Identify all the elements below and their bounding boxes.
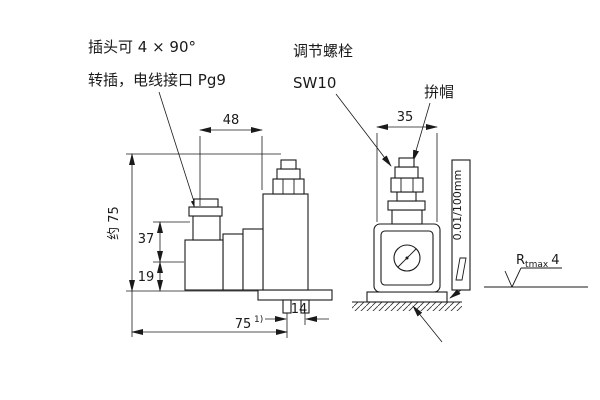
mounting-surface-arrow [412, 305, 443, 343]
adjusting-bolt-leader-line [335, 93, 392, 167]
wrench-size-label: SW10 [293, 74, 336, 92]
roughness-check-left-leg [504, 270, 513, 288]
front-neck [396, 191, 417, 202]
dimension-19: 19 [138, 261, 163, 292]
tolerance-text: 0.01/100mm [451, 170, 464, 241]
front-hex-nut-sw10 [390, 177, 424, 193]
dimension-text: 75 [235, 317, 252, 332]
side-coupling-block-1 [222, 233, 244, 291]
connector-cap-top [193, 198, 219, 208]
roughness-r: R [516, 253, 525, 268]
cap-nut-leader-line [412, 102, 431, 162]
dimension-text: 48 [223, 113, 240, 128]
cap-nut-label: 拚帽 [424, 83, 454, 101]
dimension-footnote: 1) [254, 315, 263, 325]
plug-note-line2: 转插，电线接口 Pg9 [88, 71, 226, 89]
side-view [184, 159, 333, 314]
dimension-text: 37 [138, 232, 155, 247]
side-coupling-block-2 [242, 228, 264, 291]
side-valve-body [262, 193, 309, 291]
front-bolt-mid [394, 166, 419, 179]
roughness-subscript: tmax [525, 260, 549, 270]
flatness-tolerance-frame: 0.01/100mm [449, 159, 471, 299]
dimension-14: 14 [265, 302, 329, 338]
connector-cable-gland [192, 215, 221, 241]
dimension-75: 75 1) [131, 291, 288, 337]
dimension-text: 14 [291, 302, 308, 317]
dimension-text: 35 [397, 110, 414, 125]
roughness-value: 4 [551, 253, 559, 268]
front-center-dot [405, 256, 409, 260]
side-bolt-tip [280, 159, 297, 170]
adjusting-bolt-label: 调节螺栓 [293, 42, 353, 60]
tolerance-leader-line [449, 289, 462, 299]
dimension-text: 约 75 [107, 206, 122, 240]
front-base-plate [366, 291, 448, 303]
front-view [352, 157, 462, 343]
connector-knurled-body [184, 239, 224, 291]
ground-hatching [352, 302, 462, 311]
front-flange [387, 200, 426, 211]
flatness-symbol [455, 257, 467, 281]
front-bolt-tip [398, 157, 415, 168]
dimension-37: 37 [138, 221, 190, 263]
dimension-text: 19 [138, 270, 155, 285]
roughness-check-right-leg [511, 267, 522, 288]
dimension-48: 48 [199, 113, 263, 206]
dimension-overall-height: 约 75 [107, 153, 281, 292]
dimension-35: 35 [376, 110, 438, 222]
connector-cap-flange [188, 206, 223, 217]
side-base-plate [257, 289, 333, 301]
side-bolt-mid [276, 168, 301, 180]
plug-note-line1: 插头可 4 × 90° [88, 38, 196, 56]
side-bolt-nut [272, 178, 305, 195]
plug-leader-line [158, 91, 198, 212]
front-cap-nut [391, 209, 423, 225]
